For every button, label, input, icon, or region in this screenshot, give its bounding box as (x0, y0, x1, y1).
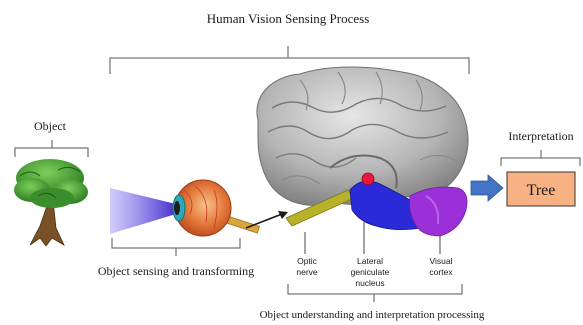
hotspot-dot (362, 173, 374, 185)
interpretation-brace (501, 150, 580, 166)
diagram-title: Human Vision Sensing Process (207, 11, 370, 26)
tree-icon (14, 159, 88, 246)
optic-nerve-label-1: Optic (297, 256, 318, 266)
tree-result-label: Tree (527, 182, 556, 199)
sensing-brace (112, 238, 240, 256)
optic-nerve-label-2: nerve (296, 267, 318, 277)
lgn-label-1: Lateral (357, 256, 383, 266)
interpretation-label: Interpretation (508, 129, 573, 143)
sensing-label: Object sensing and transforming (98, 264, 254, 278)
visual-cortex-label-1: Visual (430, 256, 453, 266)
understanding-label: Object understanding and interpretation … (260, 309, 485, 321)
eye-to-brain-arrow (246, 211, 288, 228)
top-brace (110, 46, 469, 74)
object-label: Object (34, 119, 67, 133)
brain-to-interpretation-arrow (471, 175, 503, 201)
light-beam (110, 188, 176, 234)
lgn-label-3: nucleus (355, 278, 384, 288)
visual-cortex-label-2: cortex (429, 267, 453, 277)
object-brace (15, 140, 88, 157)
lgn-label-2: geniculate (351, 267, 390, 277)
